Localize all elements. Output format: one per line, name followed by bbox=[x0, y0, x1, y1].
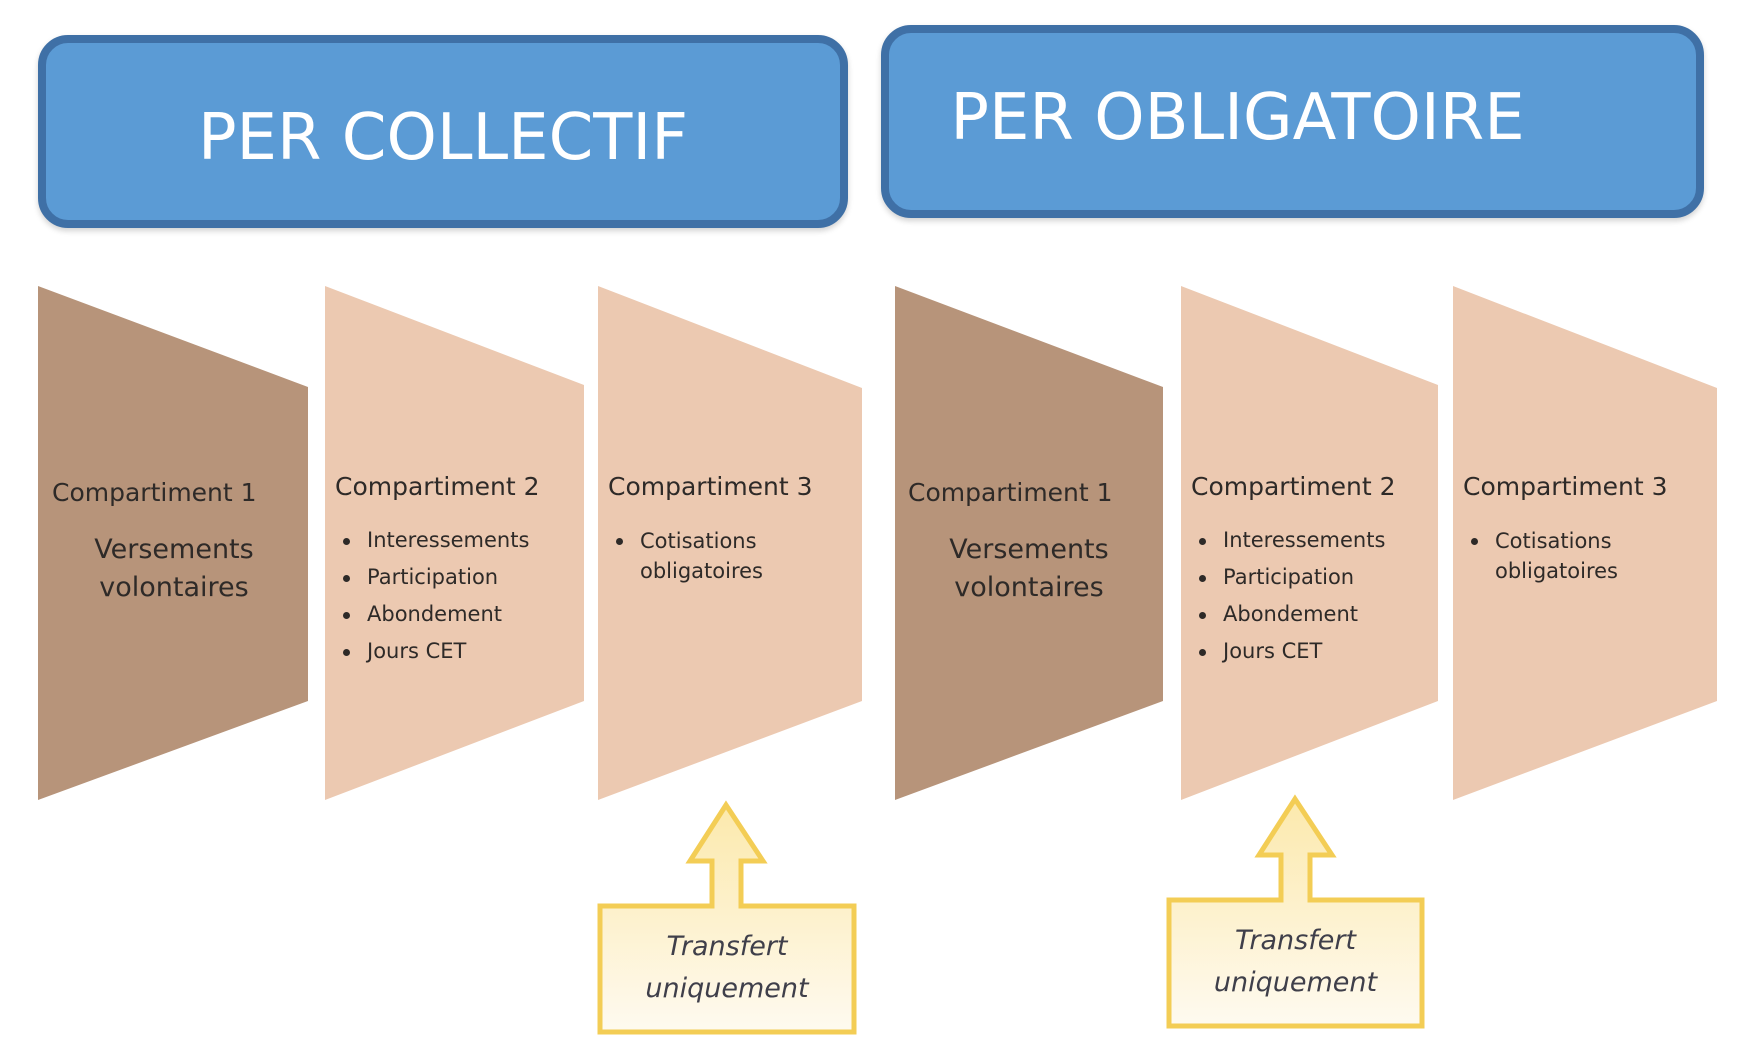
transfer-line: Transfert bbox=[1234, 925, 1357, 956]
list-item: Jours CET bbox=[335, 633, 529, 670]
obligatoire-compartiment-2-title: Compartiment 2 bbox=[1191, 472, 1396, 501]
collectif-compartiment-1-subtitle: Versements volontaires bbox=[58, 531, 290, 607]
subtitle-line: Versements bbox=[94, 534, 254, 565]
list-item: Cotisations obligatoires bbox=[608, 526, 793, 586]
obligatoire-compartiment-1-title: Compartiment 1 bbox=[908, 478, 1113, 507]
obligatoire-compartiment-3-list: Cotisations obligatoires bbox=[1463, 526, 1648, 586]
collectif-compartiment-1-shape bbox=[38, 286, 308, 800]
subtitle-line: volontaires bbox=[954, 572, 1104, 603]
list-item: Jours CET bbox=[1191, 633, 1385, 670]
obligatoire-compartiment-2-shape bbox=[1181, 286, 1438, 800]
obligatoire-compartiment-3-title: Compartiment 3 bbox=[1463, 472, 1668, 501]
collectif-compartiment-2-title: Compartiment 2 bbox=[335, 472, 540, 501]
obligatoire-compartiment-1-subtitle: Versements volontaires bbox=[913, 531, 1145, 607]
subtitle-line: volontaires bbox=[99, 572, 249, 603]
obligatoire-transfer-arrow-icon bbox=[1166, 794, 1425, 1029]
list-item: Interessements bbox=[335, 522, 529, 559]
per-collectif-title: PER COLLECTIF bbox=[197, 100, 689, 175]
collectif-compartiment-3-shape bbox=[598, 286, 862, 800]
collectif-compartiment-3-list: Cotisations obligatoires bbox=[608, 526, 793, 586]
subtitle-line: Versements bbox=[949, 534, 1109, 565]
per-collectif-header: PER COLLECTIF bbox=[38, 35, 848, 228]
obligatoire-compartiment-2-list: Interessements Participation Abondement … bbox=[1191, 522, 1385, 670]
list-item: Cotisations obligatoires bbox=[1463, 526, 1648, 586]
transfer-line: Transfert bbox=[666, 931, 788, 962]
obligatoire-compartiment-1-shape bbox=[895, 286, 1163, 800]
collectif-compartiment-2-list: Interessements Participation Abondement … bbox=[335, 522, 529, 670]
per-obligatoire-title: PER OBLIGATOIRE bbox=[950, 80, 1525, 155]
collectif-compartiment-3-title: Compartiment 3 bbox=[608, 472, 813, 501]
list-item: Participation bbox=[1191, 559, 1385, 596]
obligatoire-compartiment-3-shape bbox=[1453, 286, 1717, 800]
collectif-compartiment-2-shape bbox=[325, 286, 584, 800]
list-item: Interessements bbox=[1191, 522, 1385, 559]
list-item: Abondement bbox=[1191, 596, 1385, 633]
collectif-transfer-label: Transfert uniquement bbox=[600, 926, 854, 1010]
per-obligatoire-header: PER OBLIGATOIRE bbox=[881, 25, 1704, 218]
collectif-compartiment-1-title: Compartiment 1 bbox=[52, 478, 257, 507]
obligatoire-transfer-label: Transfert uniquement bbox=[1169, 920, 1422, 1004]
list-item: Abondement bbox=[335, 596, 529, 633]
transfer-line: uniquement bbox=[1213, 967, 1378, 998]
collectif-transfer-arrow-icon bbox=[597, 800, 857, 1035]
transfer-line: uniquement bbox=[645, 973, 809, 1004]
list-item: Participation bbox=[335, 559, 529, 596]
